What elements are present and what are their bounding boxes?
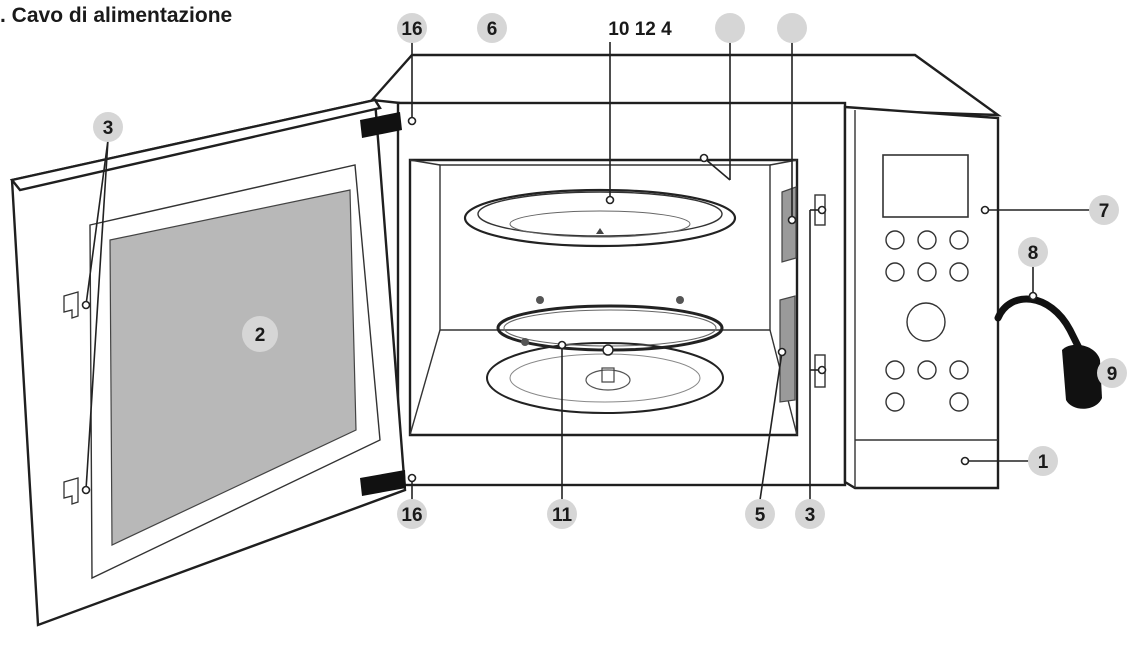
leader-anchors <box>81 116 1038 495</box>
door-hook-upper <box>63 291 79 319</box>
label-8: 8 <box>1028 243 1039 264</box>
callout-badge-3-bottom <box>795 499 825 529</box>
callout-badge-7 <box>1089 195 1119 225</box>
plug-icon <box>1062 344 1102 409</box>
callout-labels: 16 6 10 12 4 3 2 7 8 9 1 16 11 5 3 <box>103 19 1118 526</box>
label-3-bottom: 3 <box>805 505 816 526</box>
leader-lines <box>85 40 1090 501</box>
turntable-assembly <box>486 296 724 414</box>
callout-badge-2 <box>242 316 278 352</box>
door-inner-panel <box>89 164 381 580</box>
label-16-top: 16 <box>401 19 422 40</box>
callout-badge-11 <box>547 499 577 529</box>
callout-badge-6 <box>477 13 507 43</box>
callout-badge-3-door <box>93 112 123 142</box>
tray-center-mark <box>596 228 604 234</box>
page-title: . Cavo di alimentazione <box>0 4 233 27</box>
label-11: 11 <box>552 505 573 526</box>
callout-badge-5 <box>745 499 775 529</box>
label-10-12-4: 10 12 4 <box>608 19 672 40</box>
callout-badge-empty-2 <box>777 13 807 43</box>
label-16-bottom: 16 <box>401 505 422 526</box>
label-1: 1 <box>1038 452 1049 473</box>
hinge-lower <box>360 470 406 496</box>
callout-badges <box>93 13 1127 529</box>
callout-badge-9 <box>1097 358 1127 388</box>
label-5: 5 <box>755 505 766 526</box>
label-9: 9 <box>1107 364 1118 385</box>
turntable-coupler <box>601 367 615 383</box>
callout-badge-16-top <box>397 13 427 43</box>
callout-badge-16-bottom <box>397 499 427 529</box>
callout-badge-1 <box>1028 446 1058 476</box>
power-cord <box>994 295 1102 409</box>
door-window <box>109 189 357 546</box>
control-panel-details <box>882 154 969 412</box>
display-window <box>882 154 969 218</box>
grill-tray <box>463 188 737 248</box>
control-buttons <box>885 230 969 412</box>
label-7: 7 <box>1099 201 1110 222</box>
label-6: 6 <box>487 19 498 40</box>
label-3-door: 3 <box>103 118 114 139</box>
turntable-plate <box>486 342 724 414</box>
callout-badge-empty-1 <box>715 13 745 43</box>
hinge-upper <box>360 112 402 138</box>
callout-badge-8 <box>1018 237 1048 267</box>
control-dial <box>906 302 946 342</box>
waveguide-cover-upper <box>781 186 797 263</box>
door-hook-lower <box>63 477 79 505</box>
label-2: 2 <box>255 325 266 346</box>
oven-door <box>9 98 407 627</box>
